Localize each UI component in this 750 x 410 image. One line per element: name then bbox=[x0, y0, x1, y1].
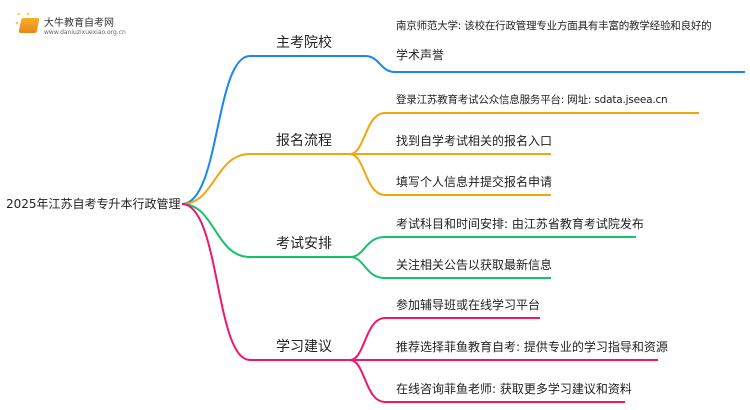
branch-main-college: 主考院校 bbox=[276, 35, 332, 51]
connector-leaf-1-0 bbox=[349, 112, 699, 155]
leaf-3-0: 参加辅导班或在线学习平台 bbox=[396, 298, 541, 312]
branch-study-advice: 学习建议 bbox=[276, 339, 332, 355]
connector-branch-1 bbox=[181, 153, 350, 205]
leaf-1-0: 登录江苏教育考试公众信息服务平台: 网址: sdata.jseea.cn bbox=[396, 94, 668, 106]
branch-exam-schedule: 考试安排 bbox=[276, 236, 332, 252]
connector-branch-3 bbox=[181, 203, 350, 361]
logo-url: www.daniuzixuexiao.org.cn bbox=[44, 29, 126, 36]
connector-branch-0 bbox=[181, 55, 745, 205]
connector-leaf-3-2 bbox=[349, 359, 625, 403]
connector-branch-2 bbox=[181, 203, 350, 258]
leaf-3-2: 在线咨询菲鱼老师: 获取更多学习建议和资料 bbox=[396, 382, 632, 396]
logo: • • • 大牛教育自考网 www.daniuzixuexiao.org.cn bbox=[13, 10, 126, 37]
connector-leaf-2-1 bbox=[349, 256, 551, 279]
connector-leaf-1-2 bbox=[349, 153, 551, 196]
leaf-2-1: 关注相关公告以获取最新信息 bbox=[396, 258, 553, 272]
leaf-0-0: 南京师范大学: 该校在行政管理专业方面具有丰富的教学经验和良好的 bbox=[396, 20, 712, 32]
connector-leaf-3-0 bbox=[349, 317, 540, 361]
root-node: 2025年江苏自考专升本行政管理 bbox=[6, 197, 181, 211]
logo-name: 大牛教育自考网 bbox=[44, 18, 114, 29]
connector-leaf-2-0 bbox=[349, 236, 636, 258]
leaf-3-1: 推荐选择菲鱼教育自考: 提供专业的学习指导和资源 bbox=[396, 340, 668, 354]
branch-registration: 报名流程 bbox=[276, 133, 332, 149]
leaf-1-1: 找到自学考试相关的报名入口 bbox=[396, 134, 553, 148]
leaf-0-1: 学术声誉 bbox=[396, 48, 445, 62]
leaf-2-0: 考试科目和时间安排: 由江苏省教育考试院发布 bbox=[396, 217, 644, 231]
leaf-1-2: 填写个人信息并提交报名申请 bbox=[396, 175, 553, 189]
